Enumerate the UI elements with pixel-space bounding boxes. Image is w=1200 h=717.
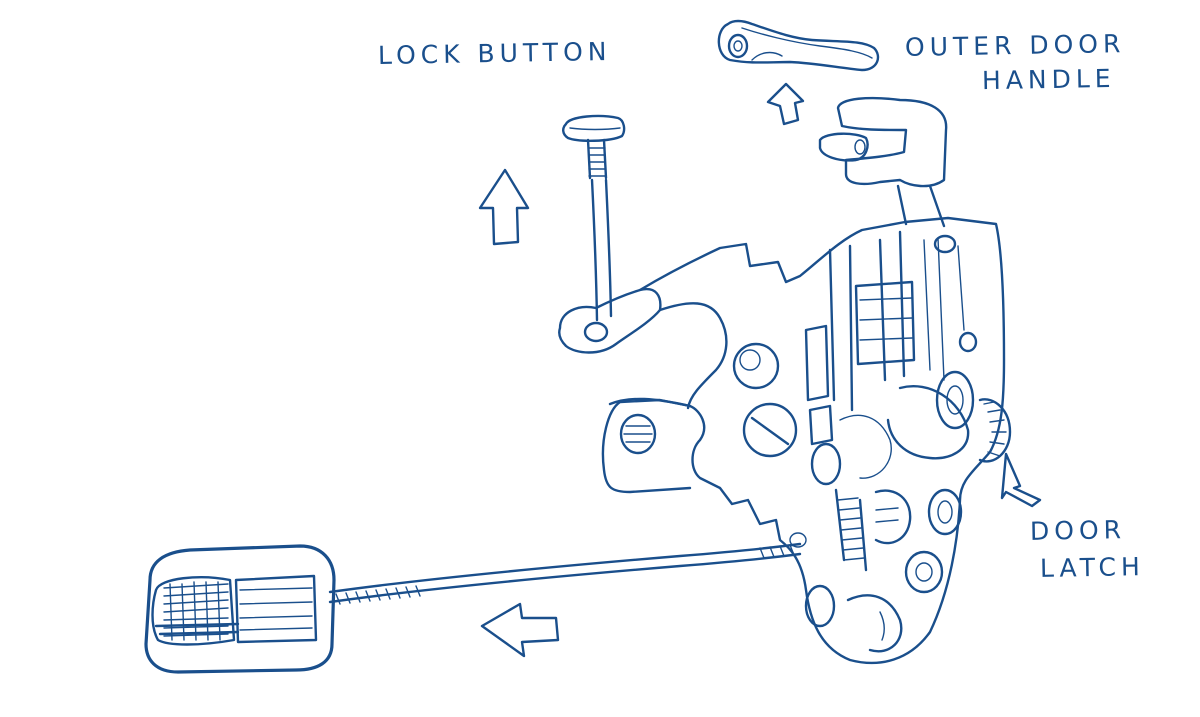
door-latch-rotor [886, 385, 1012, 463]
latch-screws [732, 234, 978, 458]
latch-internal-linkage [804, 230, 965, 479]
arrow-to-door-latch [1000, 452, 1042, 508]
mounting-ear-left [619, 413, 657, 455]
latch-housing [601, 216, 1006, 665]
arrow-up-to-handle [766, 82, 805, 126]
arrow-left-handle [480, 602, 560, 658]
latch-lower-mechanism [789, 442, 963, 653]
linkage-bracket [818, 96, 948, 228]
inner-handle-cable [328, 542, 802, 605]
outer-door-handle [717, 19, 880, 72]
lock-button [562, 114, 626, 322]
arrow-up-lock [478, 168, 530, 246]
inner-door-handle [144, 544, 336, 674]
